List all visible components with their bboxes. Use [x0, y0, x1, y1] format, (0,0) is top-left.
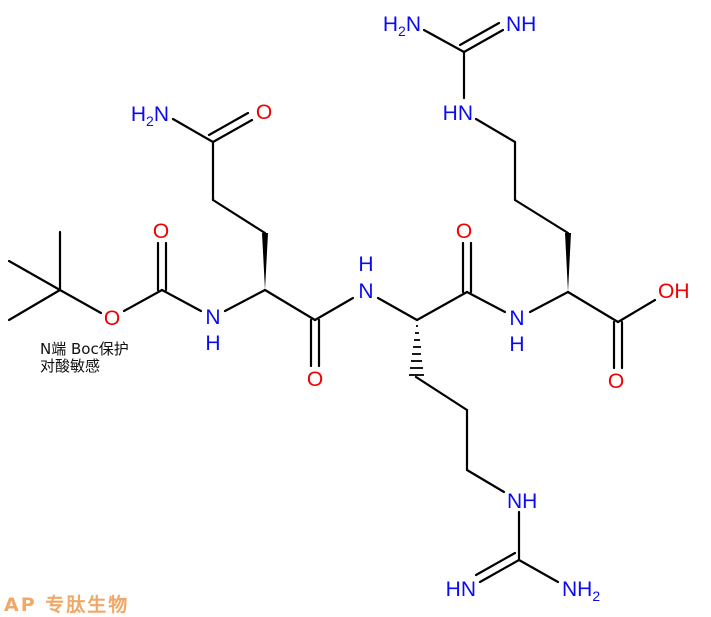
atom-labels: O O N H H2N O O N H O N H HN H2N NH OH O… [104, 13, 690, 604]
bond [171, 117, 215, 144]
bond [313, 296, 355, 322]
bond [465, 468, 506, 494]
bond [58, 288, 103, 315]
bond [211, 198, 267, 235]
annotation-line: N端 Boc保护 [40, 340, 129, 358]
atom-nh2: NH2 [562, 578, 600, 604]
bond [517, 558, 560, 584]
bond [462, 28, 505, 54]
boc-annotation: N端 Boc保护 对酸敏感 [40, 341, 129, 375]
hashed-wedge-bond [409, 325, 424, 376]
bond [528, 290, 570, 314]
wedge-bond [565, 233, 571, 292]
wedge-bond [262, 233, 268, 290]
bond [465, 290, 507, 314]
atom-h: H [358, 253, 373, 276]
bond [7, 259, 62, 292]
atom-nh: NH [507, 490, 537, 513]
bond [211, 118, 254, 144]
annotation-line: 对酸敏感 [40, 357, 101, 375]
atom-n: N [509, 307, 524, 330]
atom-o: O [456, 220, 472, 243]
atom-o: O [256, 101, 272, 124]
bond [207, 111, 250, 137]
bond [160, 288, 203, 313]
bonds [7, 21, 657, 584]
bond [415, 290, 469, 322]
atom-n: N [358, 280, 373, 303]
bond [474, 551, 517, 577]
bond [616, 298, 657, 324]
bond [566, 290, 620, 324]
atom-hn: HN [446, 578, 476, 601]
atom-h: H [509, 333, 524, 356]
atom-nh2: H2N [383, 13, 421, 39]
bond [7, 288, 62, 322]
atom-h: H [205, 332, 220, 355]
atom-oh: OH [658, 280, 690, 303]
bond [376, 296, 419, 322]
bond [223, 288, 267, 313]
atom-o: O [608, 370, 624, 393]
bond [474, 117, 517, 144]
atom-nh: NH [506, 13, 536, 36]
atom-o: O [104, 307, 120, 330]
bond [458, 21, 501, 47]
atom-nh2: H2N [131, 103, 169, 129]
bond [478, 558, 521, 584]
bond [414, 375, 469, 412]
bond [422, 28, 466, 54]
bond [513, 198, 570, 235]
watermark-logo: AP 专肽生物 [4, 594, 130, 616]
bond [263, 288, 317, 322]
atom-n: N [205, 306, 220, 329]
atom-o: O [153, 220, 169, 243]
atom-hn: HN [443, 102, 473, 125]
atom-o: O [307, 368, 323, 391]
bond [122, 288, 164, 313]
